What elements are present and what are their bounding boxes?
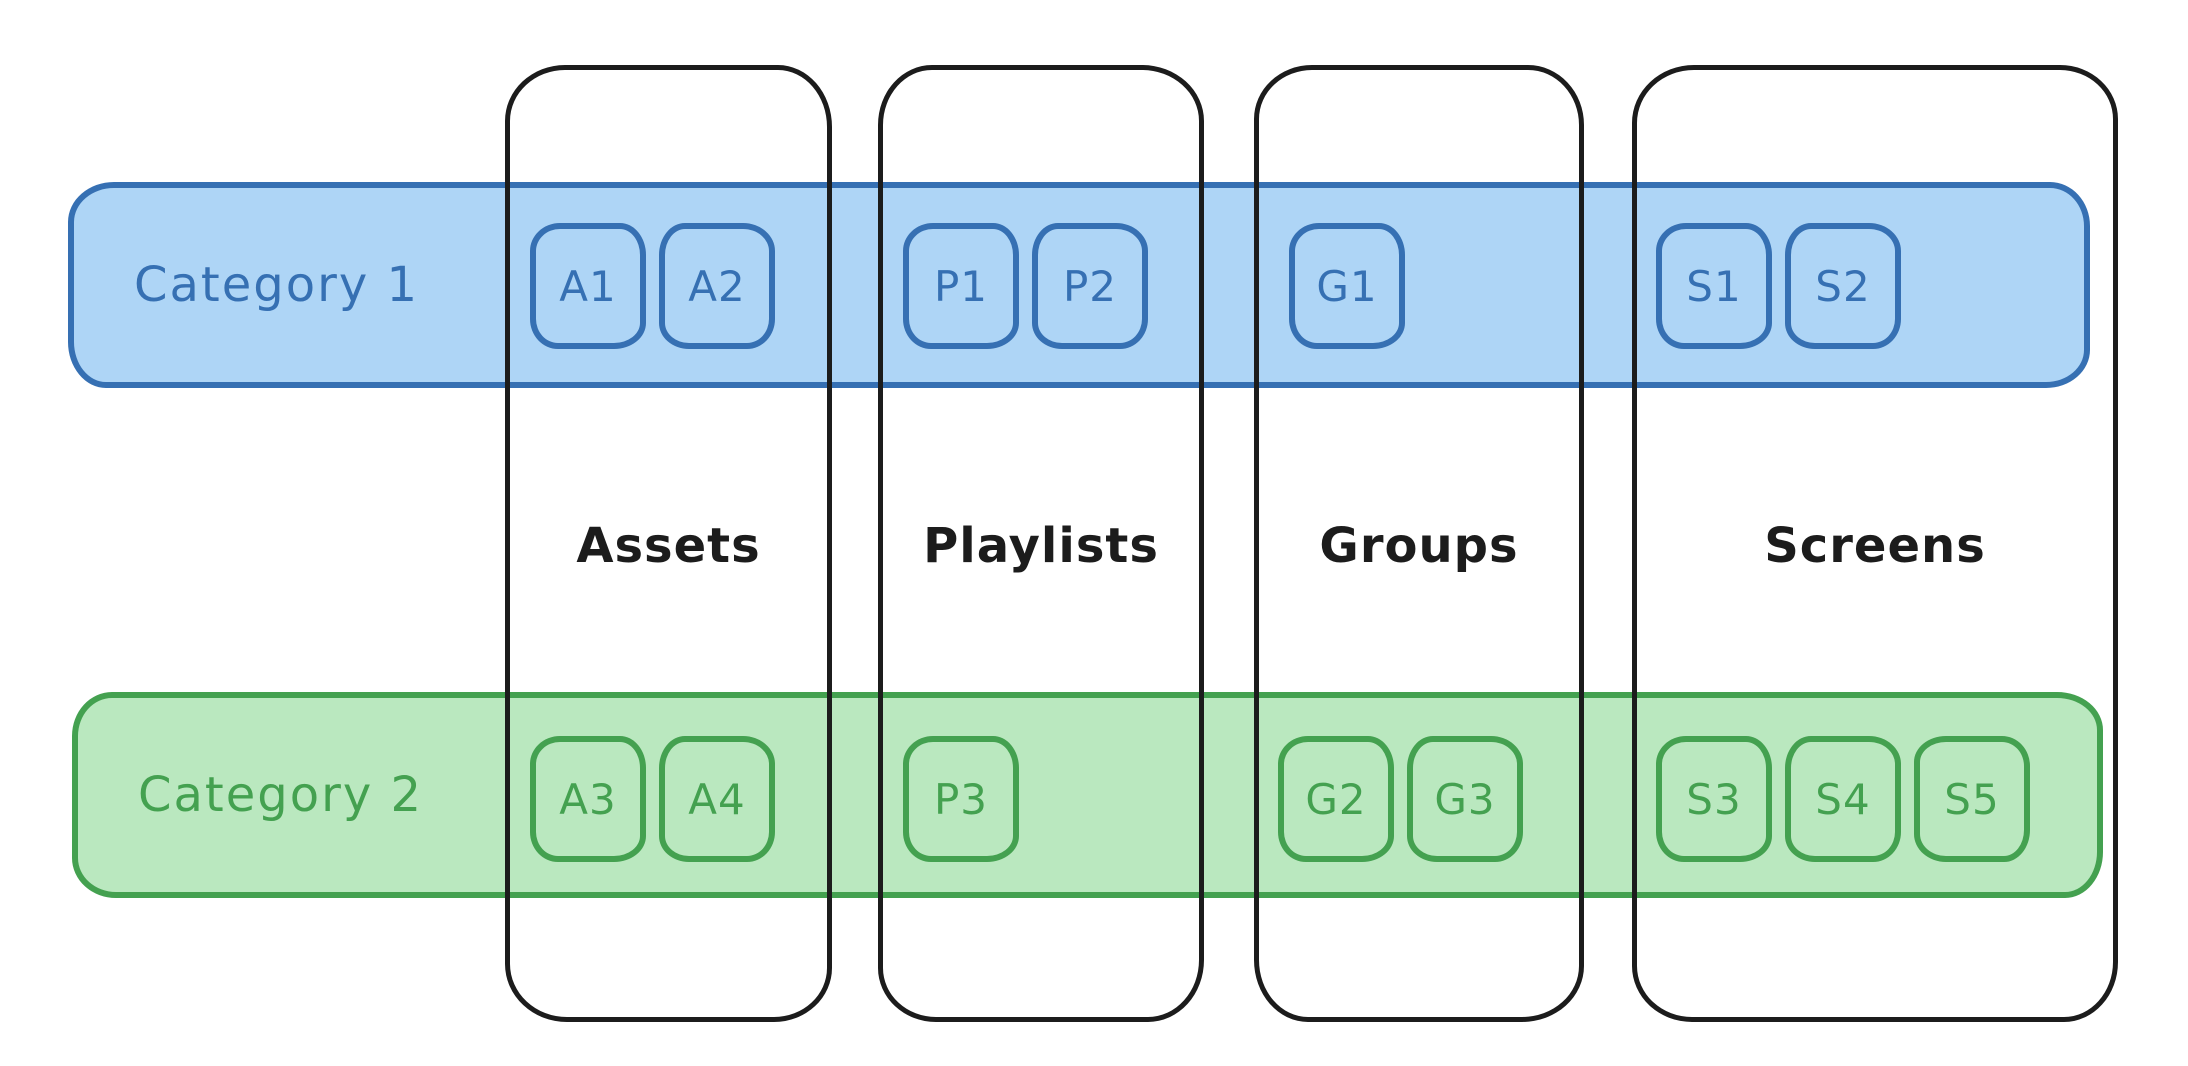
chip-p3: P3: [903, 736, 1019, 862]
column-groups-title: Groups: [1319, 518, 1519, 574]
column-assets-title: Assets: [576, 518, 761, 574]
category-2-label: Category 2: [138, 767, 424, 823]
category-2-playlists-chips: P3: [903, 736, 1019, 862]
category-1-groups-chips: G1: [1289, 223, 1405, 349]
column-screens-title: Screens: [1764, 518, 1986, 574]
chip-p1: P1: [903, 223, 1019, 349]
chip-g2: G2: [1278, 736, 1394, 862]
chip-s5: S5: [1914, 736, 2030, 862]
category-1-label: Category 1: [134, 257, 420, 313]
chip-s4: S4: [1785, 736, 1901, 862]
chip-a4: A4: [659, 736, 775, 862]
chip-g3: G3: [1407, 736, 1523, 862]
column-playlists-title: Playlists: [923, 518, 1159, 574]
chip-a3: A3: [530, 736, 646, 862]
chip-p2: P2: [1032, 223, 1148, 349]
chip-s2: S2: [1785, 223, 1901, 349]
chip-a1: A1: [530, 223, 646, 349]
chip-a2: A2: [659, 223, 775, 349]
chip-s1: S1: [1656, 223, 1772, 349]
chip-s3: S3: [1656, 736, 1772, 862]
chip-g1: G1: [1289, 223, 1405, 349]
